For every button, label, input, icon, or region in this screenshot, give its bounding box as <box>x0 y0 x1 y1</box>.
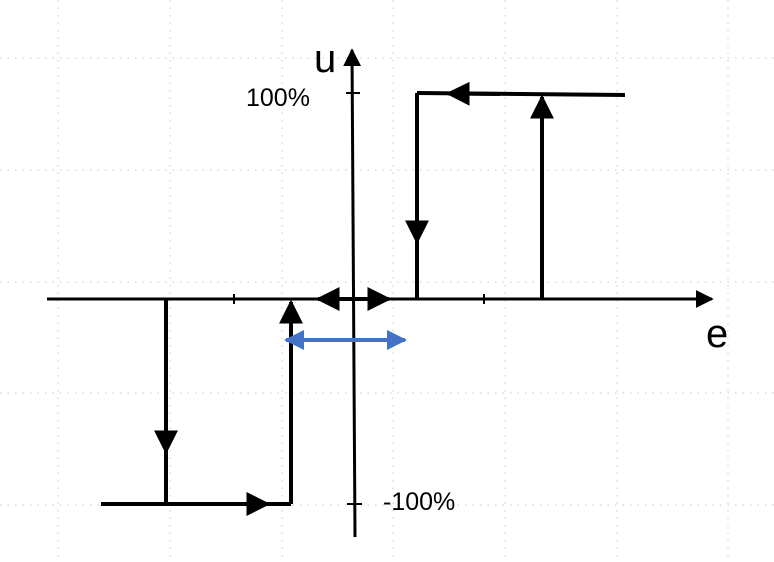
lower-branch <box>101 299 303 516</box>
upper-level-label: 100% <box>246 84 310 112</box>
e-axis-label: e <box>706 312 728 356</box>
upper-branch <box>405 81 626 299</box>
u-axis-label: u <box>314 37 336 81</box>
arrow-left-upper <box>445 81 501 106</box>
lower-level-label: -100% <box>383 488 455 516</box>
u-axis <box>343 48 362 538</box>
